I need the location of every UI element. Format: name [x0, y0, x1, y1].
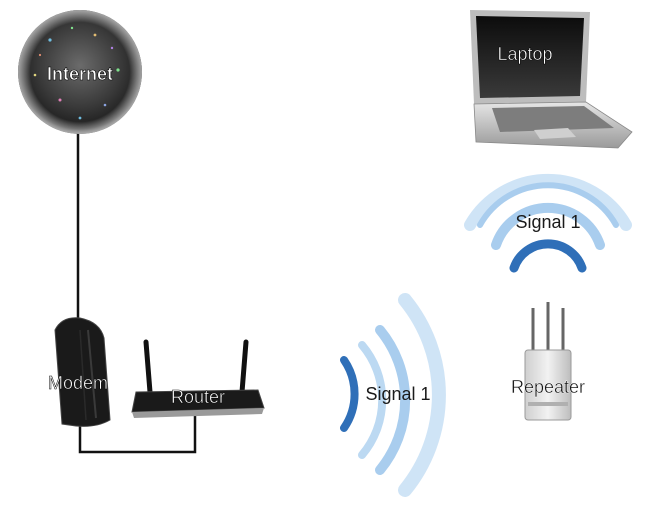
laptop-icon — [470, 10, 633, 149]
internet-node: Internet — [18, 10, 142, 134]
modem-node: Modem — [48, 317, 111, 427]
internet-label: Internet — [47, 64, 113, 84]
globe-icon — [18, 10, 142, 134]
repeater-icon — [524, 302, 572, 421]
signal-top-label: Signal 1 — [515, 212, 580, 232]
router-node: Router — [131, 339, 265, 418]
router-label: Router — [171, 387, 225, 407]
modem-to-router-cable — [78, 405, 197, 454]
modem-icon — [54, 317, 111, 427]
modem-label: Modem — [48, 373, 108, 393]
wifi-arcs-main-icon — [340, 293, 446, 497]
signal-main-label: Signal 1 — [365, 384, 430, 404]
signal-main: Signal 1 — [340, 293, 446, 497]
laptop-label: Laptop — [497, 44, 552, 64]
wifi-arcs-top-icon — [464, 173, 632, 273]
router-icon — [131, 339, 265, 418]
repeater-node: Repeater — [511, 302, 585, 421]
laptop-node: Laptop — [470, 10, 633, 149]
cables — [76, 125, 197, 454]
signal-top: Signal 1 — [464, 173, 632, 273]
repeater-label: Repeater — [511, 377, 585, 397]
